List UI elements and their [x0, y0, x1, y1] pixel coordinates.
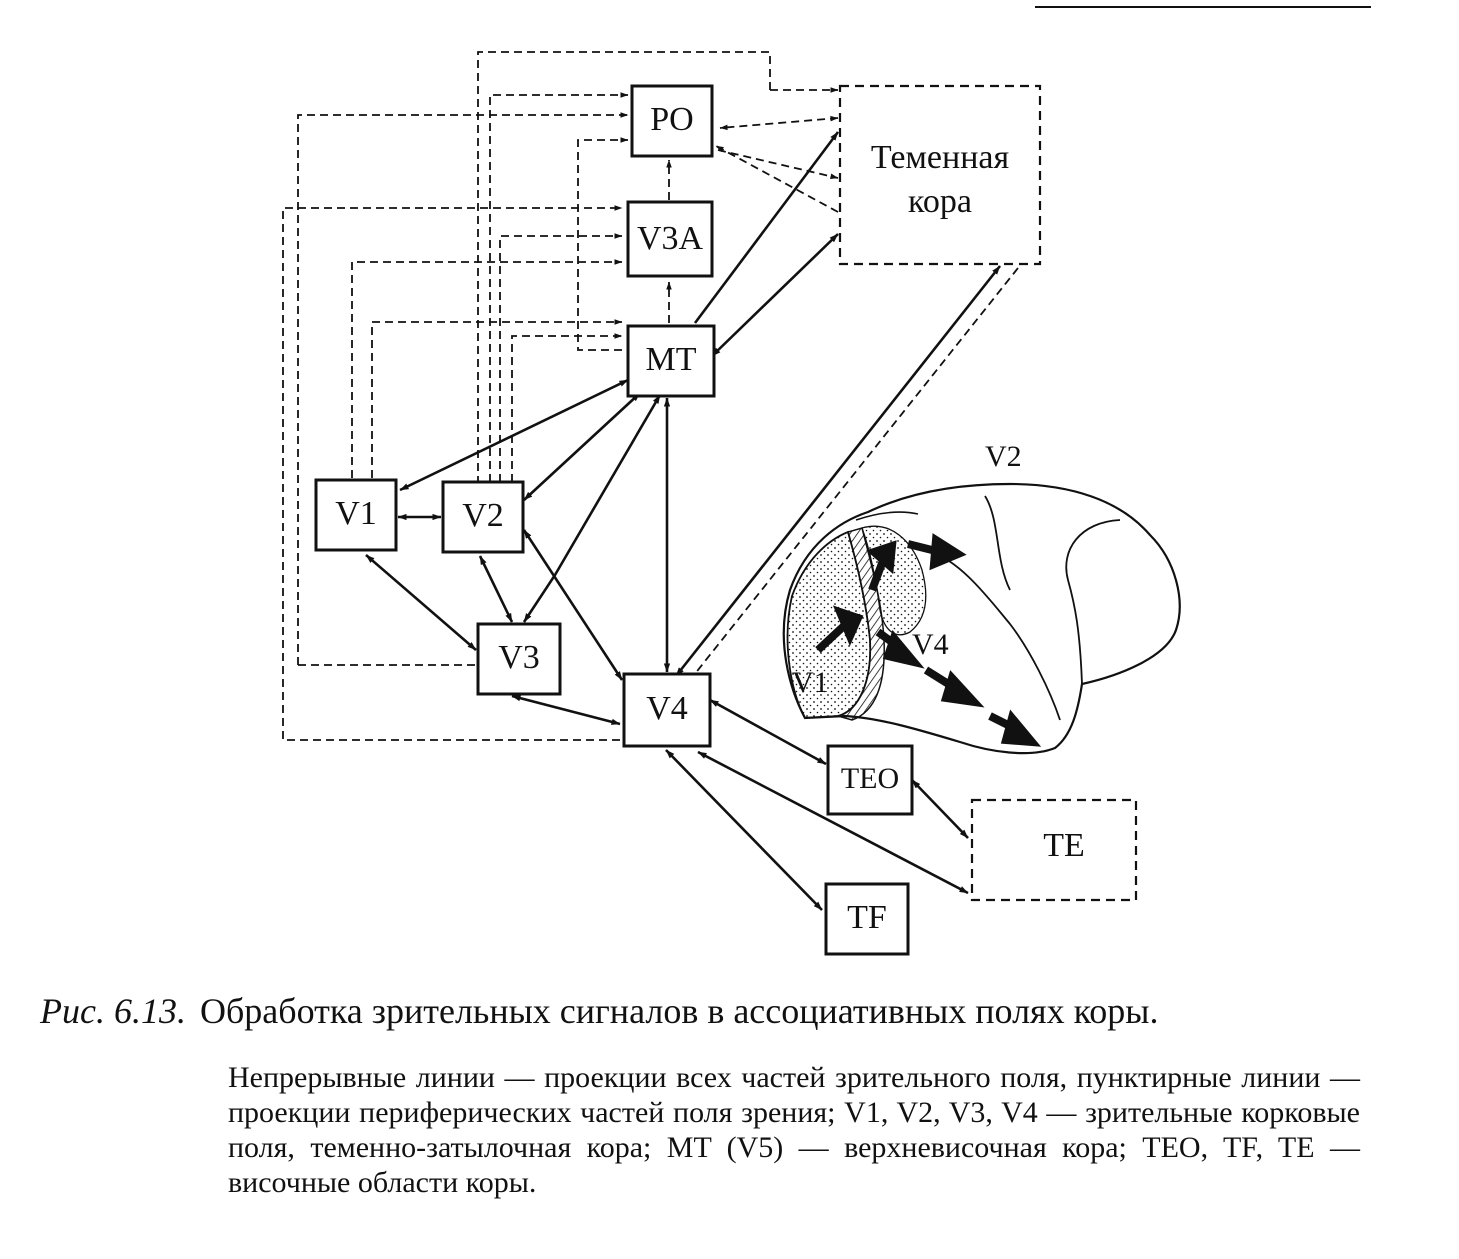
- edge-v2-v3: [478, 555, 514, 623]
- figure-caption-title: Рис. 6.13. Обработка зрительных сигналов …: [40, 990, 1440, 1032]
- brain-flow-arrows: [815, 533, 1042, 747]
- node-parietal: Теменная кора: [838, 84, 1042, 266]
- edge-v1-po: [297, 112, 629, 665]
- brain-label-v4: V4: [912, 628, 949, 661]
- edge-v2-mt: [511, 333, 623, 482]
- edge-mt-parietal: [693, 131, 840, 324]
- edge-v4-tf: [665, 749, 823, 911]
- brain-label-v2: V2: [985, 440, 1022, 473]
- node-po: PO: [630, 84, 714, 158]
- node-label-v2: V2: [462, 497, 504, 534]
- node-label-v3: V3: [498, 639, 540, 676]
- edge-v1-v3a: [351, 259, 623, 478]
- edge-v2-v3a: [499, 233, 623, 482]
- brain-sulcus-2: [984, 495, 1011, 591]
- node-v4: V4: [622, 672, 712, 748]
- node-label-parietal-line2: кора: [908, 183, 972, 220]
- edge-mt-po-branch: [577, 137, 629, 351]
- edge-v4-parietal: [674, 265, 1002, 677]
- brain-sulcus-3: [1065, 519, 1121, 685]
- node-te: TE: [970, 798, 1138, 902]
- node-v1: V1: [314, 478, 398, 552]
- node-teo: TEO: [826, 744, 914, 816]
- node-label-v4: V4: [646, 690, 688, 727]
- node-label-teo: TEO: [841, 762, 899, 795]
- edge-teo-te: [911, 779, 969, 839]
- edge-v2-mt: [523, 392, 641, 501]
- node-label-v1: V1: [335, 495, 377, 532]
- solid-edges: [365, 131, 1002, 911]
- figure-caption-body: Непрерывные линии — проекции всех частей…: [228, 1061, 1360, 1199]
- edge-parietal-po-a: [719, 115, 839, 131]
- edge-v3-v4: [511, 694, 621, 726]
- edge-v3-top-loop: [477, 51, 771, 482]
- node-mt: MT: [626, 324, 716, 398]
- brain-sulcus-1: [929, 551, 1061, 721]
- node-label-parietal-line1: Теменная: [871, 139, 1010, 176]
- node-label-te: TE: [1043, 827, 1085, 864]
- figure-number: Рис. 6.13.: [40, 991, 186, 1031]
- edge-v4-v3a: [282, 205, 623, 741]
- brain-label-v1: V1: [792, 666, 829, 699]
- edge-v1-mt: [371, 319, 623, 478]
- node-v3a: V3A: [626, 200, 714, 278]
- node-label-po: PO: [650, 101, 693, 138]
- node-label-v3a: V3A: [637, 220, 704, 257]
- node-label-tf: TF: [847, 899, 887, 936]
- brain-illustration: V2 V4 V1: [782, 440, 1181, 755]
- edge-v2-v4: [522, 529, 624, 681]
- edge-po-parietal-c: [717, 149, 839, 179]
- edge-v3-mt: [522, 394, 662, 623]
- brain-sulcus-4: [855, 511, 919, 521]
- edge-mt-parietal-2: [711, 233, 839, 357]
- node-v2: V2: [441, 480, 525, 554]
- edge-v1-v3: [365, 554, 477, 651]
- edge-parietal-po-b: [715, 145, 839, 213]
- node-v3: V3: [476, 622, 562, 696]
- node-label-mt: MT: [646, 341, 697, 378]
- node-tf: TF: [824, 882, 910, 956]
- top-rule: [1035, 6, 1371, 8]
- figure-title: Обработка зрительных сигналов в ассоциат…: [199, 991, 1159, 1031]
